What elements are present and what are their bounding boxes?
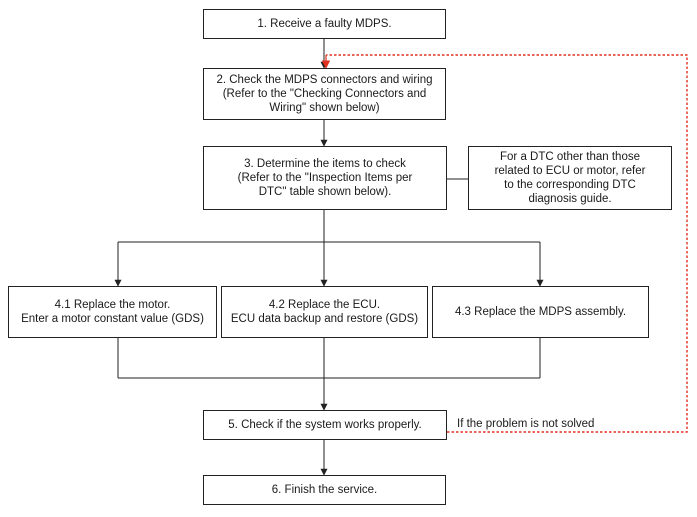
step-5-text: 5. Check if the system works properly. <box>228 419 422 431</box>
dtc-note-box: For a DTC other than those related to EC… <box>468 146 672 210</box>
step-6-text: 6. Finish the service. <box>271 484 378 496</box>
step-2-text: 2. Check the MDPS connectors and wiring … <box>216 74 433 114</box>
step-4-2-box: 4.2 Replace the ECU. ECU data backup and… <box>221 286 428 338</box>
step-6-box: 6. Finish the service. <box>203 475 446 505</box>
step-4-2-text: 4.2 Replace the ECU. ECU data backup and… <box>230 299 419 325</box>
dtc-note-text: For a DTC other than those related to EC… <box>494 151 646 205</box>
loop-condition-label: If the problem is not solved <box>457 418 595 430</box>
step-5-box: 5. Check if the system works properly. <box>203 410 447 440</box>
step-1-box: 1. Receive a faulty MDPS. <box>203 9 446 39</box>
step-1-text: 1. Receive a faulty MDPS. <box>257 18 392 30</box>
step-4-3-text: 4.3 Replace the MDPS assembly. <box>454 306 627 318</box>
step-3-text: 3. Determine the items to check (Refer t… <box>237 158 413 198</box>
step-4-1-text: 4.1 Replace the motor. Enter a motor con… <box>21 299 204 325</box>
step-3-box: 3. Determine the items to check (Refer t… <box>203 146 447 210</box>
step-4-3-box: 4.3 Replace the MDPS assembly. <box>432 286 649 338</box>
loop-back-line <box>326 54 688 433</box>
step-4-1-box: 4.1 Replace the motor. Enter a motor con… <box>8 286 217 338</box>
step-2-box: 2. Check the MDPS connectors and wiring … <box>203 68 446 120</box>
